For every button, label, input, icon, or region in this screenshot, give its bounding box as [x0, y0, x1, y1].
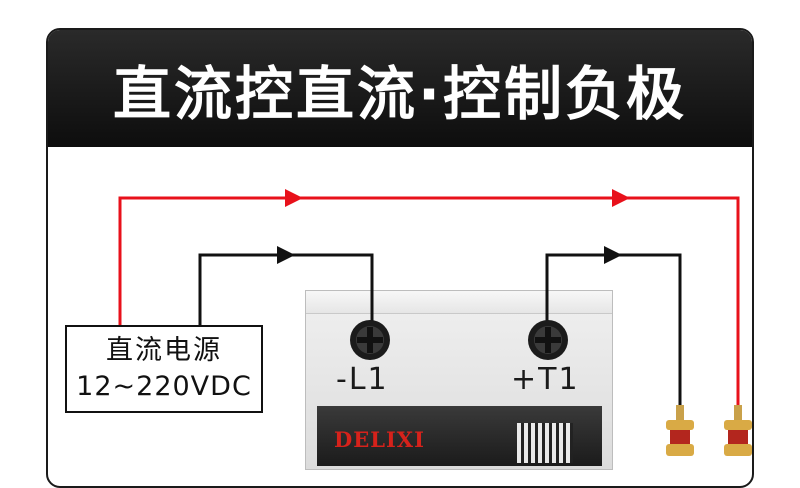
screw-terminal-L1-icon — [350, 320, 390, 360]
terminal-label-T1: +T1 — [511, 362, 580, 397]
screw-terminal-T1-icon — [528, 320, 568, 360]
header-banner: 直流控直流·控制负极 — [48, 30, 752, 147]
device-top-cap — [306, 291, 612, 314]
arrow-icon-black-1 — [277, 246, 295, 264]
load-connector-icon-right — [724, 405, 752, 456]
terminal-label-L1: -L1 — [336, 362, 389, 397]
arrow-icon-black-2 — [604, 246, 622, 264]
power-supply-voltage: 12~220VDC — [76, 371, 252, 402]
positive-wire-left — [118, 196, 740, 420]
load-connector-icon-left — [666, 405, 694, 456]
wiring-diagram — [118, 189, 752, 456]
brand-logo: DELIXI — [334, 427, 425, 452]
dc-power-supply-box: 直流电源 12~220VDC — [65, 325, 263, 413]
page-title: 直流控直流·控制负极 — [112, 59, 688, 128]
power-supply-label: 直流电源 — [106, 335, 222, 366]
arrow-icon-red-1 — [285, 189, 303, 207]
arrow-icon-red-2 — [612, 189, 630, 207]
negative-wire-psu-to-L1 — [198, 253, 374, 330]
